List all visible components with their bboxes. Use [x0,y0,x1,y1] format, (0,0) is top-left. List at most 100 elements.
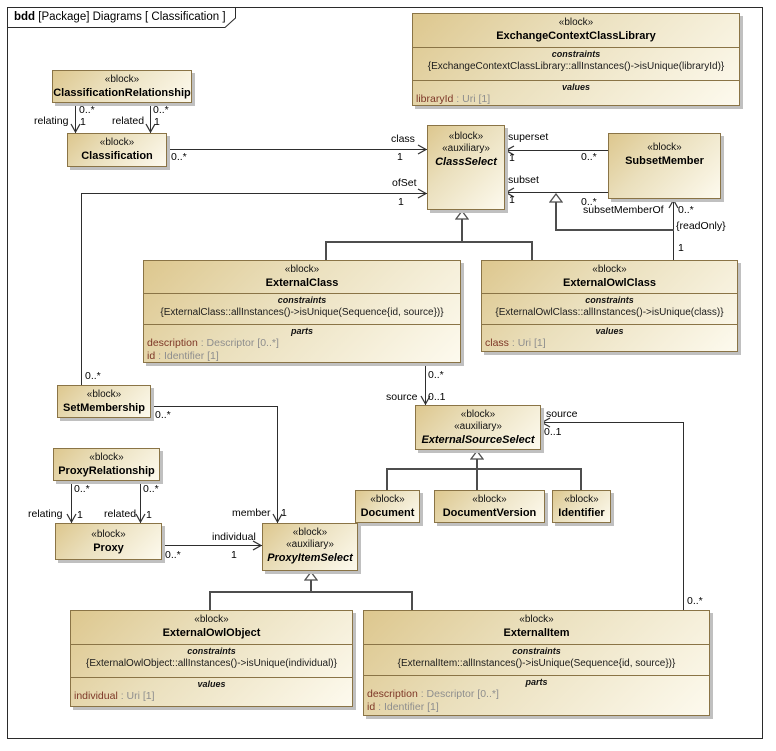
generalization-classselect-stem[interactable] [461,219,463,243]
value-property: individual : Uri [1] [74,690,155,702]
diagram-title: bdd [Package] Diagrams [ Classification … [14,11,226,23]
block-name: ExternalOwlObject [162,627,261,639]
multiplicity-label: 1 [146,509,152,521]
constraints-compartment: constraints {ExternalOwlObject::allInsta… [71,644,352,677]
generalization-externalitem-drop[interactable] [411,591,413,610]
role-label-superset: superset [508,131,549,143]
assoc-individual-line[interactable] [162,545,262,546]
block-name: ProxyItemSelect [267,552,353,564]
open-arrowhead-right [417,188,427,199]
block-name: DocumentVersion [442,507,537,519]
value-property: class : Uri [1] [485,337,546,349]
compartment-label: values [197,679,226,689]
assoc-class-line[interactable] [167,149,427,150]
compartment-label: constraints [277,295,327,305]
stereotype-label: «block» [472,494,507,505]
block-classification[interactable]: «block» Classification [67,133,167,167]
assoc-proxy-related-line[interactable] [140,481,141,523]
open-arrowhead-right [252,540,262,551]
multiplicity-label: 1 [281,507,287,519]
assoc-member-line-vertical[interactable] [277,406,278,523]
multiplicity-label: 1 [231,549,237,561]
assoc-source-right-line-vertical[interactable] [683,422,684,610]
compartment-label: constraints [551,49,601,59]
role-label-source: source [546,408,578,420]
role-label-ofset: ofSet [392,177,417,189]
generalization-sourceselect-bar[interactable] [386,468,582,470]
open-arrowhead-down [66,513,77,523]
diagram-kind-keyword: bdd [14,11,36,23]
multiplicity-label: 1 [509,152,515,164]
block-document-version[interactable]: «block» DocumentVersion [434,490,545,523]
block-proxy[interactable]: «block» Proxy [55,523,162,560]
block-subset-member[interactable]: «block» SubsetMember [608,133,721,199]
assoc-source-right-line-horizontal[interactable] [541,422,683,423]
role-label-relating: relating [28,508,63,520]
block-external-item[interactable]: «block» ExternalItem constraints {Extern… [363,610,710,716]
generalization-externalclass-drop[interactable] [325,241,327,260]
stereotype-label: «block» [647,142,682,153]
generalization-proxyitemselect-bar[interactable] [209,591,413,593]
block-name: Proxy [93,542,124,554]
open-arrowhead-down [420,395,431,405]
role-label-related: related [112,115,145,127]
block-set-membership[interactable]: «block» SetMembership [57,385,151,418]
assoc-classification-related-line[interactable] [150,103,151,133]
assoc-classification-relating-line[interactable] [75,103,76,133]
generalization-identifier-drop[interactable] [580,468,582,490]
block-document[interactable]: «block» Document [355,490,420,523]
assoc-generalization-line-vertical[interactable] [555,202,557,231]
block-exchange-context-class-library[interactable]: «block» ExchangeContextClassLibrary cons… [412,13,740,106]
compartment-label: constraints [585,295,634,305]
block-classification-relationship[interactable]: «block» ClassificationRelationship [52,70,192,103]
generalization-documentversion-stem[interactable] [476,459,478,490]
part-property: description : Descriptor [0..*] [147,337,279,349]
generalization-document-drop[interactable] [386,468,388,490]
generalization-externalowlobject-drop[interactable] [209,591,211,610]
assoc-proxy-relating-line[interactable] [71,481,72,523]
stereotype-label: «auxiliary» [286,539,334,550]
generalization-externalowlclass-drop[interactable] [531,241,533,260]
values-compartment: values class : Uri [1] [482,324,737,351]
generalization-proxyitemselect-stem[interactable] [310,580,312,593]
value-property: libraryId : Uri [1] [416,93,491,105]
multiplicity-label: 0..1 [544,426,562,438]
stereotype-label: «block» [460,409,496,420]
stereotype-label: «block» [89,452,124,463]
compartment-label: constraints [187,646,236,656]
assoc-ofset-line-vertical[interactable] [81,193,82,385]
multiplicity-label: 1 [398,196,404,208]
open-arrowhead-up [668,199,679,209]
constraint-label-readonly: {readOnly} [676,220,726,232]
block-name: ExternalClass [265,277,339,289]
constraints-compartment: constraints {ExternalClass::allInstances… [144,293,460,324]
part-property: id : Identifier [1] [367,701,439,713]
assoc-member-line-horizontal[interactable] [151,406,277,407]
assoc-generalization-line-horizontal[interactable] [555,229,674,231]
open-arrowhead-down [70,123,81,133]
block-external-source-select[interactable]: «block» «auxiliary» ExternalSourceSelect [415,405,541,450]
assoc-superset-line[interactable] [505,150,608,151]
block-class-select[interactable]: «block» «auxiliary» ClassSelect [427,125,505,210]
assoc-source-down-line[interactable] [425,363,426,405]
block-external-class[interactable]: «block» ExternalClass constraints {Exter… [143,260,461,363]
part-property: description : Descriptor [0..*] [367,688,499,700]
block-external-owl-object[interactable]: «block» ExternalOwlObject constraints {E… [70,610,353,707]
open-arrowhead-right [417,144,427,155]
assoc-subset-line[interactable] [505,192,608,193]
multiplicity-label: 0..* [79,104,95,116]
open-arrowhead-left [541,417,551,428]
stereotype-label: «auxiliary» [442,143,490,154]
generalization-classselect-bar[interactable] [325,241,533,243]
assoc-ofset-line-horizontal[interactable] [81,193,427,194]
values-compartment: values individual : Uri [1] [71,677,352,706]
block-proxy-relationship[interactable]: «block» ProxyRelationship [53,448,160,481]
stereotype-label: «block» [592,264,627,275]
block-external-owl-class[interactable]: «block» ExternalOwlClass constraints {Ex… [481,260,738,352]
multiplicity-label: 0..* [143,483,159,495]
block-proxy-item-select[interactable]: «block» «auxiliary» ProxyItemSelect [262,523,358,571]
stereotype-label: «block» [292,527,328,538]
block-identifier[interactable]: «block» Identifier [552,490,611,523]
stereotype-label: «block» [104,74,140,85]
